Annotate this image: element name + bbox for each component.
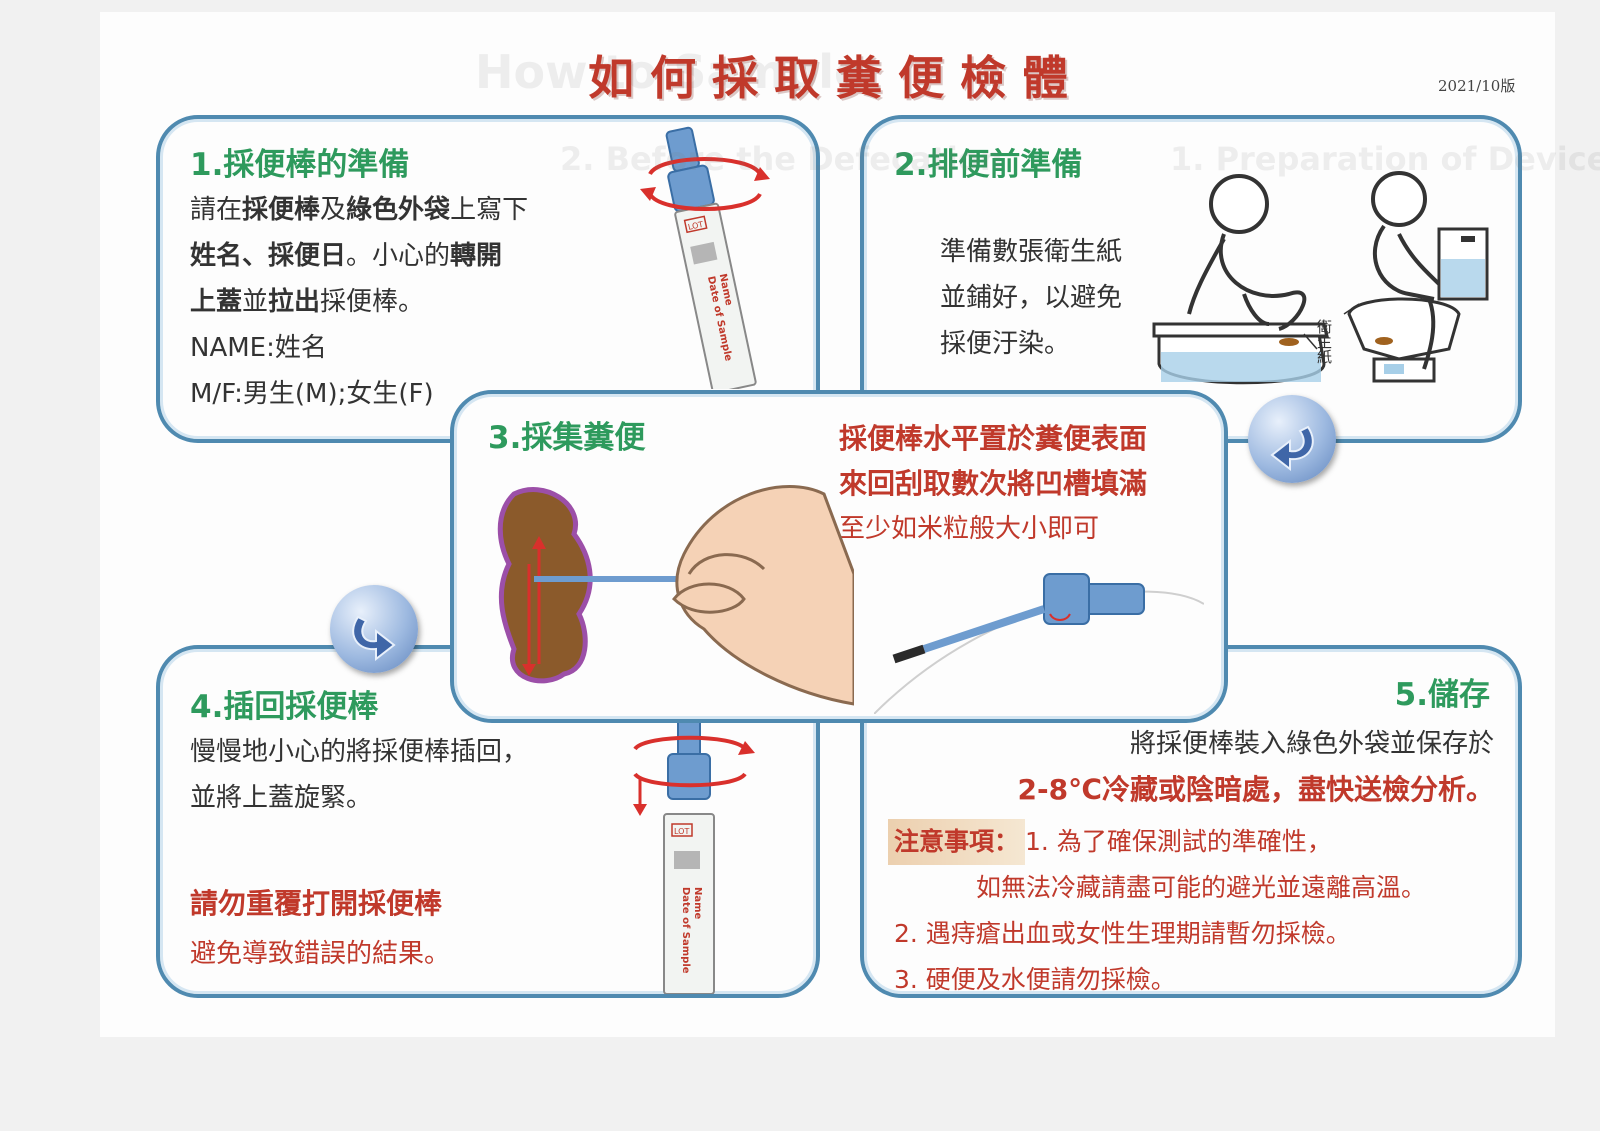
ghost-step-a: 2. Before the Defecation [560, 140, 1003, 178]
page-title: 如何採取糞便檢體 [588, 51, 1084, 105]
ghost-title: How to Sample [475, 45, 866, 99]
sample-tube-illustration: LOT Name Date of Sample [640, 126, 770, 389]
panel-step-2: 2.排便前準備 準備數張衛生紙 並鋪好，以避免 採便汙染。 衛生紙 [860, 115, 1522, 443]
next-step-arrow-icon [1248, 395, 1336, 483]
step-3-line2: 來回刮取數次將凹槽填滿 [839, 467, 1148, 500]
step-5-text: 將採便棒裝入綠色外袋並保存於 [1129, 729, 1494, 759]
step-2-text: 準備數張衛生紙 並鋪好，以避免 採便汙染。 [940, 237, 1123, 359]
panel-step-3: 3.採集糞便 採便棒水平置於糞便表面 來回刮取數次將凹槽填滿 至少如米粒般大小即… [450, 390, 1228, 723]
svg-text:Name: Name [692, 887, 703, 920]
toilet-illustration: 衛生紙 [1152, 171, 1489, 385]
notes-label: 注意事項： [888, 819, 1026, 865]
paper-label: 衛生紙 [1315, 319, 1333, 365]
step-4-heading: 4.插回採便棒 [190, 689, 379, 725]
step-2-heading: 2.排便前準備 [894, 147, 1083, 183]
probe-closeup-illustration [874, 573, 1204, 714]
svg-text:LOT: LOT [687, 220, 704, 232]
step-3-line3: 至少如米粒般大小即可 [839, 514, 1100, 544]
step-4-warning: 請勿重覆打開採便棒 [190, 887, 443, 920]
step-4-text: 慢慢地小心的將採便棒插回， 並將上蓋旋緊。 [190, 737, 529, 813]
edition-label: 2021/10版 [1438, 77, 1516, 95]
step-3-heading: 3.採集糞便 [488, 420, 646, 456]
step-5-notes: 注意事項：1. 為了確保測試的準確性， 如無法冷藏請盡可能的避光並遠離高溫。 2… [888, 819, 1426, 1003]
step-1-heading: 1.採便棒的準備 [190, 147, 410, 183]
step-4-warning-sub: 避免導致錯誤的結果。 [190, 939, 451, 969]
step-1-text: 請在採便棒及綠色外袋上寫下 姓名、採便日。小心的轉開 上蓋並拉出採便棒。 NAM… [190, 195, 529, 409]
step-5-heading: 5.儲存 [1394, 677, 1490, 713]
step-3-line1: 採便棒水平置於糞便表面 [839, 422, 1148, 455]
previous-step-arrow-icon [330, 585, 418, 673]
panel-step-4: 4.插回採便棒 慢慢地小心的將採便棒插回， 並將上蓋旋緊。 請勿重覆打開採便棒 … [156, 645, 820, 998]
stool-sampling-illustration [497, 485, 854, 706]
svg-text:LOT: LOT [674, 827, 689, 836]
ghost-step-b: 1. Preparation of Device [1170, 140, 1600, 178]
panel-step-1: 1.採便棒的準備 請在採便棒及綠色外袋上寫下 姓名、採便日。小心的轉開 上蓋並拉… [156, 115, 820, 443]
step-5-storage: 2-8℃冷藏或陰暗處，盡快送檢分析。 [1017, 773, 1495, 806]
svg-text:Date of Sample: Date of Sample [680, 887, 691, 974]
recap-tube-illustration: LOT Name Date of Sample [633, 719, 755, 994]
